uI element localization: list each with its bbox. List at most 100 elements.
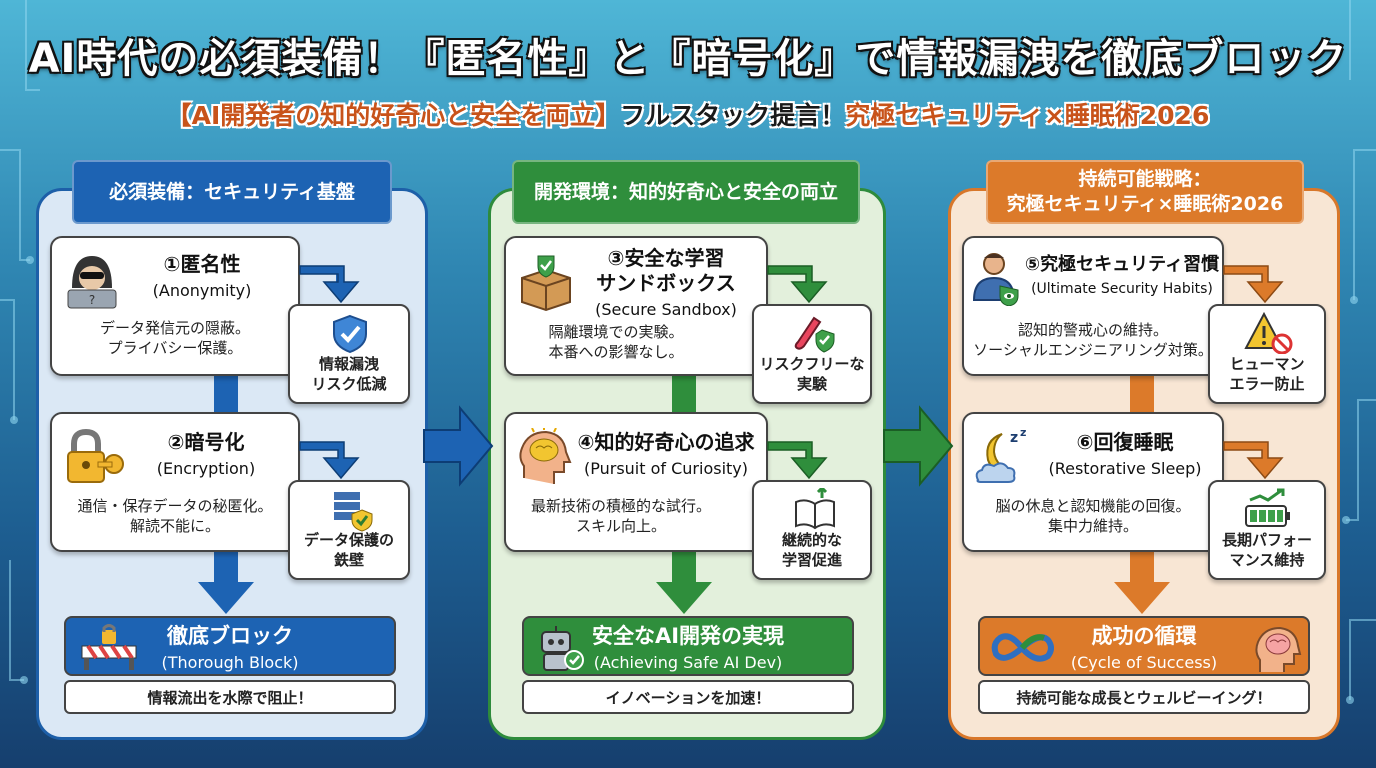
side-risk-free: リスクフリーな実験 bbox=[752, 304, 872, 404]
header-security-foundation: 必須装備：セキュリティ基盤 bbox=[72, 160, 392, 224]
success-brain-icon bbox=[1255, 626, 1302, 672]
user-eye-icon bbox=[972, 253, 1019, 306]
sleep-z-1: z bbox=[1010, 430, 1018, 446]
arrow-c1-down bbox=[198, 548, 254, 614]
sandbox-title2: サンドボックス bbox=[596, 271, 736, 295]
shield-check-icon bbox=[333, 314, 367, 354]
risk-reduction-line2: リスク低減 bbox=[311, 374, 387, 393]
arrow-habits-side bbox=[1223, 265, 1284, 304]
side-risk-reduction: 情報漏洩リスク低減 bbox=[288, 304, 410, 404]
header-dev-environment: 開発環境：知的好奇心と安全の両立 bbox=[512, 160, 860, 224]
side-long-term-performance: 長期パフォーマンス維持 bbox=[1208, 480, 1326, 580]
curiosity-desc1: 最新技術の積極的な試行。 bbox=[530, 497, 711, 515]
robot-icon bbox=[541, 626, 584, 671]
cycle-title: 成功の循環 bbox=[1091, 624, 1197, 648]
subtitle-part3: 究極セキュリティ×睡眠術2026 bbox=[845, 101, 1210, 130]
human-error-line2: エラー防止 bbox=[1229, 374, 1305, 393]
sandbox-desc1: 隔離環境での実験。 bbox=[548, 323, 684, 341]
thorough-block-en: (Thorough Block) bbox=[161, 653, 299, 673]
header3-line2: 究極セキュリティ×睡眠術2026 bbox=[1006, 193, 1284, 215]
anonymity-desc1: データ発信元の隠蔽。 bbox=[99, 319, 250, 337]
infinity-icon bbox=[991, 633, 1054, 662]
encryption-en: (Encryption) bbox=[156, 459, 256, 478]
long-term-line1: 長期パフォー bbox=[1221, 531, 1312, 549]
subtitle-part2: フルスタック提言！ bbox=[620, 101, 846, 130]
sandbox-title1: ③安全な学習 bbox=[607, 246, 725, 270]
sandbox-box-icon bbox=[521, 255, 571, 312]
human-error-line1: ヒューマン bbox=[1229, 355, 1305, 373]
book-growth-icon bbox=[795, 488, 835, 530]
encryption-title: ②暗号化 bbox=[167, 430, 245, 454]
risk-free-line1: リスクフリーな bbox=[759, 355, 865, 373]
security-habits-desc2: ソーシャルエンジニアリング対策。 bbox=[973, 341, 1213, 360]
arrow-curiosity-side bbox=[767, 441, 828, 480]
arrow-c2-down bbox=[656, 548, 712, 614]
arrow-panel2-to-panel3 bbox=[883, 405, 954, 487]
encryption-desc1: 通信・保存データの秘匿化。 bbox=[77, 497, 273, 515]
sleep-desc1: 脳の休息と認知機能の回復。 bbox=[995, 497, 1191, 515]
curiosity-en: (Pursuit of Curiosity) bbox=[583, 459, 748, 478]
card-anonymity: ? ①匿名性 (Anonymity) データ発信元の隠蔽。プライバシー保護。 bbox=[50, 236, 300, 376]
card-secure-sandbox: ③安全な学習サンドボックス (Secure Sandbox) 隔離環境での実験。本… bbox=[504, 236, 768, 376]
encryption-desc2: 解読不能に。 bbox=[129, 517, 220, 536]
sleep-z-2: z bbox=[1020, 426, 1026, 439]
curiosity-title: ④知的好奇心の追求 bbox=[577, 430, 755, 454]
safe-ai-dev-title: 安全なAI開発の実現 bbox=[591, 624, 785, 648]
card-encryption: ②暗号化 (Encryption) 通信・保存データの秘匿化。解読不能に。 bbox=[50, 412, 300, 552]
warning-no-icon bbox=[1244, 312, 1293, 354]
sandbox-en: (Secure Sandbox) bbox=[595, 300, 737, 319]
arrow-sleep-side bbox=[1223, 441, 1284, 480]
safe-ai-dev-en: (Achieving Safe AI Dev) bbox=[593, 653, 783, 673]
subtitle-part1: 【AI開発者の知的好奇心と安全を両立】 bbox=[166, 101, 621, 130]
arrow-c3-down bbox=[1114, 548, 1170, 614]
risk-free-line2: 実験 bbox=[796, 374, 827, 393]
risk-reduction-line1: 情報漏洩 bbox=[318, 355, 379, 373]
arrow-encryption-side bbox=[299, 441, 360, 480]
data-protection-line1: データ保護の bbox=[303, 531, 394, 549]
svg-text:?: ? bbox=[89, 293, 95, 307]
header3-line1: 持続可能戦略： bbox=[1078, 168, 1212, 191]
subtitle: 【AI開発者の知的好奇心と安全を両立】フルスタック提言！究極セキュリティ×睡眠術… bbox=[0, 96, 1376, 132]
card-security-habits: ⑤究極セキュリティ習慣(Ultimate Security Habits) 認知… bbox=[962, 236, 1224, 376]
arrow-anonymity-side bbox=[299, 265, 360, 304]
sleep-en: (Restorative Sleep) bbox=[1048, 459, 1202, 478]
card-curiosity: ④知的好奇心の追求 (Pursuit of Curiosity) 最新技術の積極的… bbox=[504, 412, 768, 552]
anonymity-desc2: プライバシー保護。 bbox=[107, 339, 243, 358]
thorough-block-title: 徹底ブロック bbox=[167, 624, 293, 648]
arrow-panel1-to-panel2 bbox=[423, 405, 494, 487]
server-shield-icon bbox=[334, 492, 373, 532]
curiosity-desc2: スキル向上。 bbox=[575, 517, 666, 536]
cycle-en: (Cycle of Success) bbox=[1070, 653, 1218, 673]
result-cycle-of-success: 成功の循環 (Cycle of Success) bbox=[978, 616, 1310, 676]
continuous-learning-line1: 継続的な bbox=[781, 531, 842, 549]
test-tube-icon bbox=[794, 316, 835, 353]
long-term-line2: マンス維持 bbox=[1229, 550, 1305, 569]
result-safe-ai-dev: 安全なAI開発の実現 (Achieving Safe AI Dev) bbox=[522, 616, 854, 676]
sandbox-desc2: 本番への影響なし。 bbox=[548, 343, 684, 362]
main-title: AI時代の必須装備！『匿名性』と『暗号化』で情報漏洩を徹底ブロック bbox=[28, 36, 1348, 82]
footer-safe-ai-dev: イノベーションを加速！ bbox=[522, 680, 854, 714]
lock-key-icon bbox=[67, 428, 124, 483]
anonymity-en: (Anonymity) bbox=[152, 281, 252, 300]
header-sustainable-strategy: 持続可能戦略：究極セキュリティ×睡眠術2026 bbox=[986, 160, 1304, 224]
brain-head-icon bbox=[519, 428, 572, 484]
barrier-lock-icon bbox=[81, 624, 137, 670]
footer-cycle-of-success: 持続可能な成長とウェルビーイング！ bbox=[978, 680, 1310, 714]
sleep-desc2: 集中力維持。 bbox=[1047, 517, 1138, 536]
security-habits-title: ⑤究極セキュリティ習慣 bbox=[1024, 254, 1220, 275]
side-data-protection: データ保護の鉄壁 bbox=[288, 480, 410, 580]
data-protection-line2: 鉄壁 bbox=[333, 550, 364, 569]
continuous-learning-line2: 学習促進 bbox=[781, 550, 842, 569]
side-continuous-learning: 継続的な学習促進 bbox=[752, 480, 872, 580]
arrow-sandbox-side bbox=[767, 265, 828, 304]
sleep-title: ⑥回復睡眠 bbox=[1076, 430, 1174, 454]
footer-thorough-block: 情報流出を水際で阻止！ bbox=[64, 680, 396, 714]
hacker-icon: ? bbox=[67, 256, 117, 309]
side-human-error: ヒューマンエラー防止 bbox=[1208, 304, 1326, 404]
battery-chart-icon bbox=[1245, 488, 1290, 527]
anonymity-title: ①匿名性 bbox=[163, 252, 241, 276]
security-habits-en: (Ultimate Security Habits) bbox=[1031, 280, 1213, 297]
result-thorough-block: 徹底ブロック (Thorough Block) bbox=[64, 616, 396, 676]
